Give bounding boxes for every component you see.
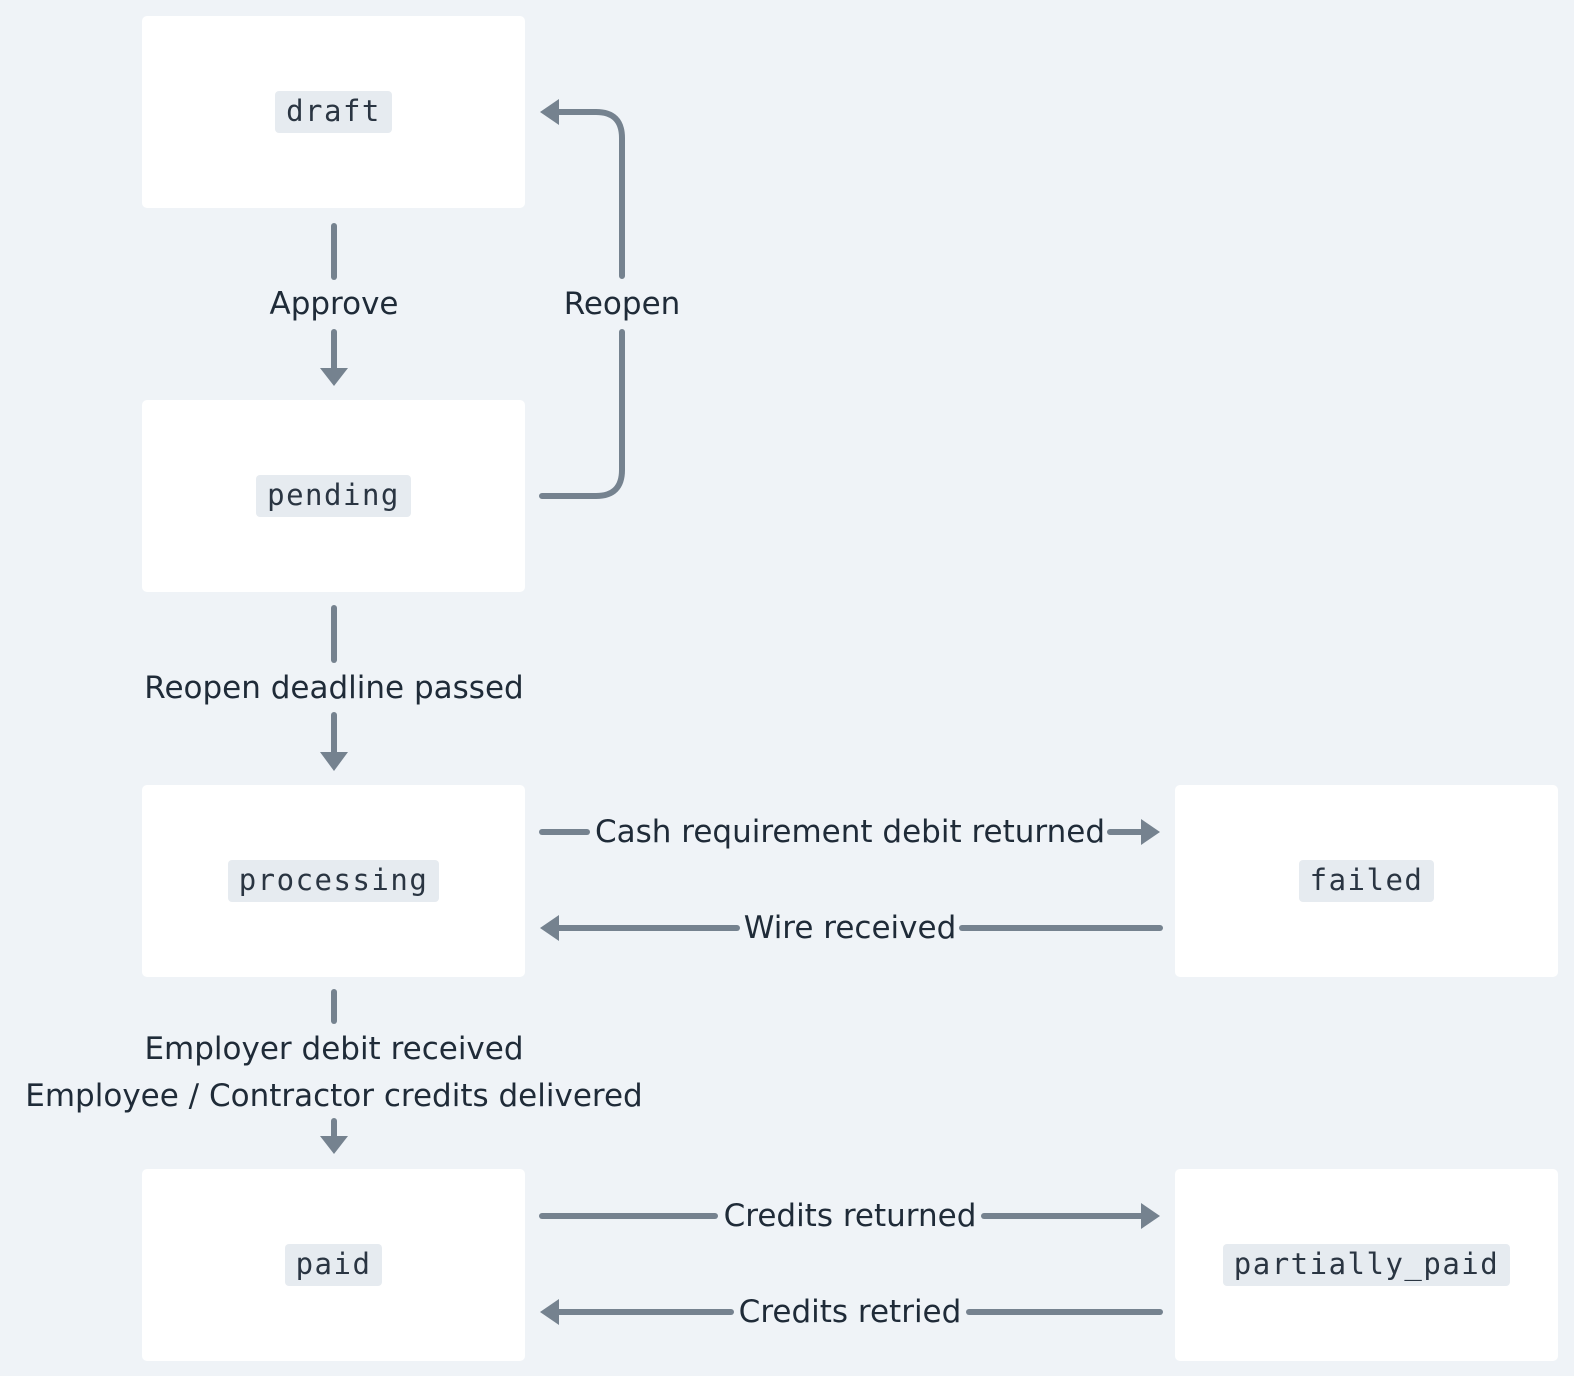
transition-label-wire-received: Wire received bbox=[743, 910, 957, 946]
transition-label-reopen: Reopen bbox=[563, 286, 681, 322]
transition-label-credits-delivered: Employee / Contractor credits delivered bbox=[25, 1078, 643, 1114]
state-paid: paid bbox=[142, 1169, 525, 1361]
state-draft: draft bbox=[142, 16, 525, 208]
transition-label-credits-retried: Credits retried bbox=[738, 1294, 962, 1330]
arrowhead-reopen bbox=[540, 99, 559, 125]
arrow-reopen-lower bbox=[539, 329, 625, 499]
state-label-pending: pending bbox=[256, 475, 411, 517]
state-label-paid: paid bbox=[284, 1244, 383, 1286]
state-label-draft: draft bbox=[275, 91, 392, 133]
transition-label-cash-requirement-debit-returned: Cash requirement debit returned bbox=[594, 814, 1106, 850]
arrow-reopen-upper bbox=[550, 109, 625, 279]
arrowhead-employer-debit bbox=[320, 1136, 348, 1154]
state-failed: failed bbox=[1175, 785, 1558, 977]
arrowhead-debit-returned bbox=[1141, 819, 1160, 845]
state-partially-paid: partially_paid bbox=[1175, 1169, 1558, 1361]
state-label-processing: processing bbox=[227, 860, 440, 902]
transition-label-reopen-deadline-passed: Reopen deadline passed bbox=[144, 670, 524, 706]
arrowhead-credits-retried bbox=[540, 1299, 559, 1325]
transition-label-employer-debit-received: Employer debit received bbox=[144, 1031, 524, 1067]
state-label-failed: failed bbox=[1298, 860, 1435, 902]
arrowhead-deadline bbox=[320, 752, 348, 771]
arrowhead-credits-returned bbox=[1141, 1203, 1160, 1229]
transition-label-approve: Approve bbox=[269, 286, 399, 322]
arrowhead-wire bbox=[540, 915, 559, 941]
state-processing: processing bbox=[142, 785, 525, 977]
transition-label-credits-returned: Credits returned bbox=[723, 1198, 977, 1234]
arrowhead-approve bbox=[320, 368, 348, 386]
state-label-partially-paid: partially_paid bbox=[1222, 1244, 1511, 1286]
state-pending: pending bbox=[142, 400, 525, 592]
